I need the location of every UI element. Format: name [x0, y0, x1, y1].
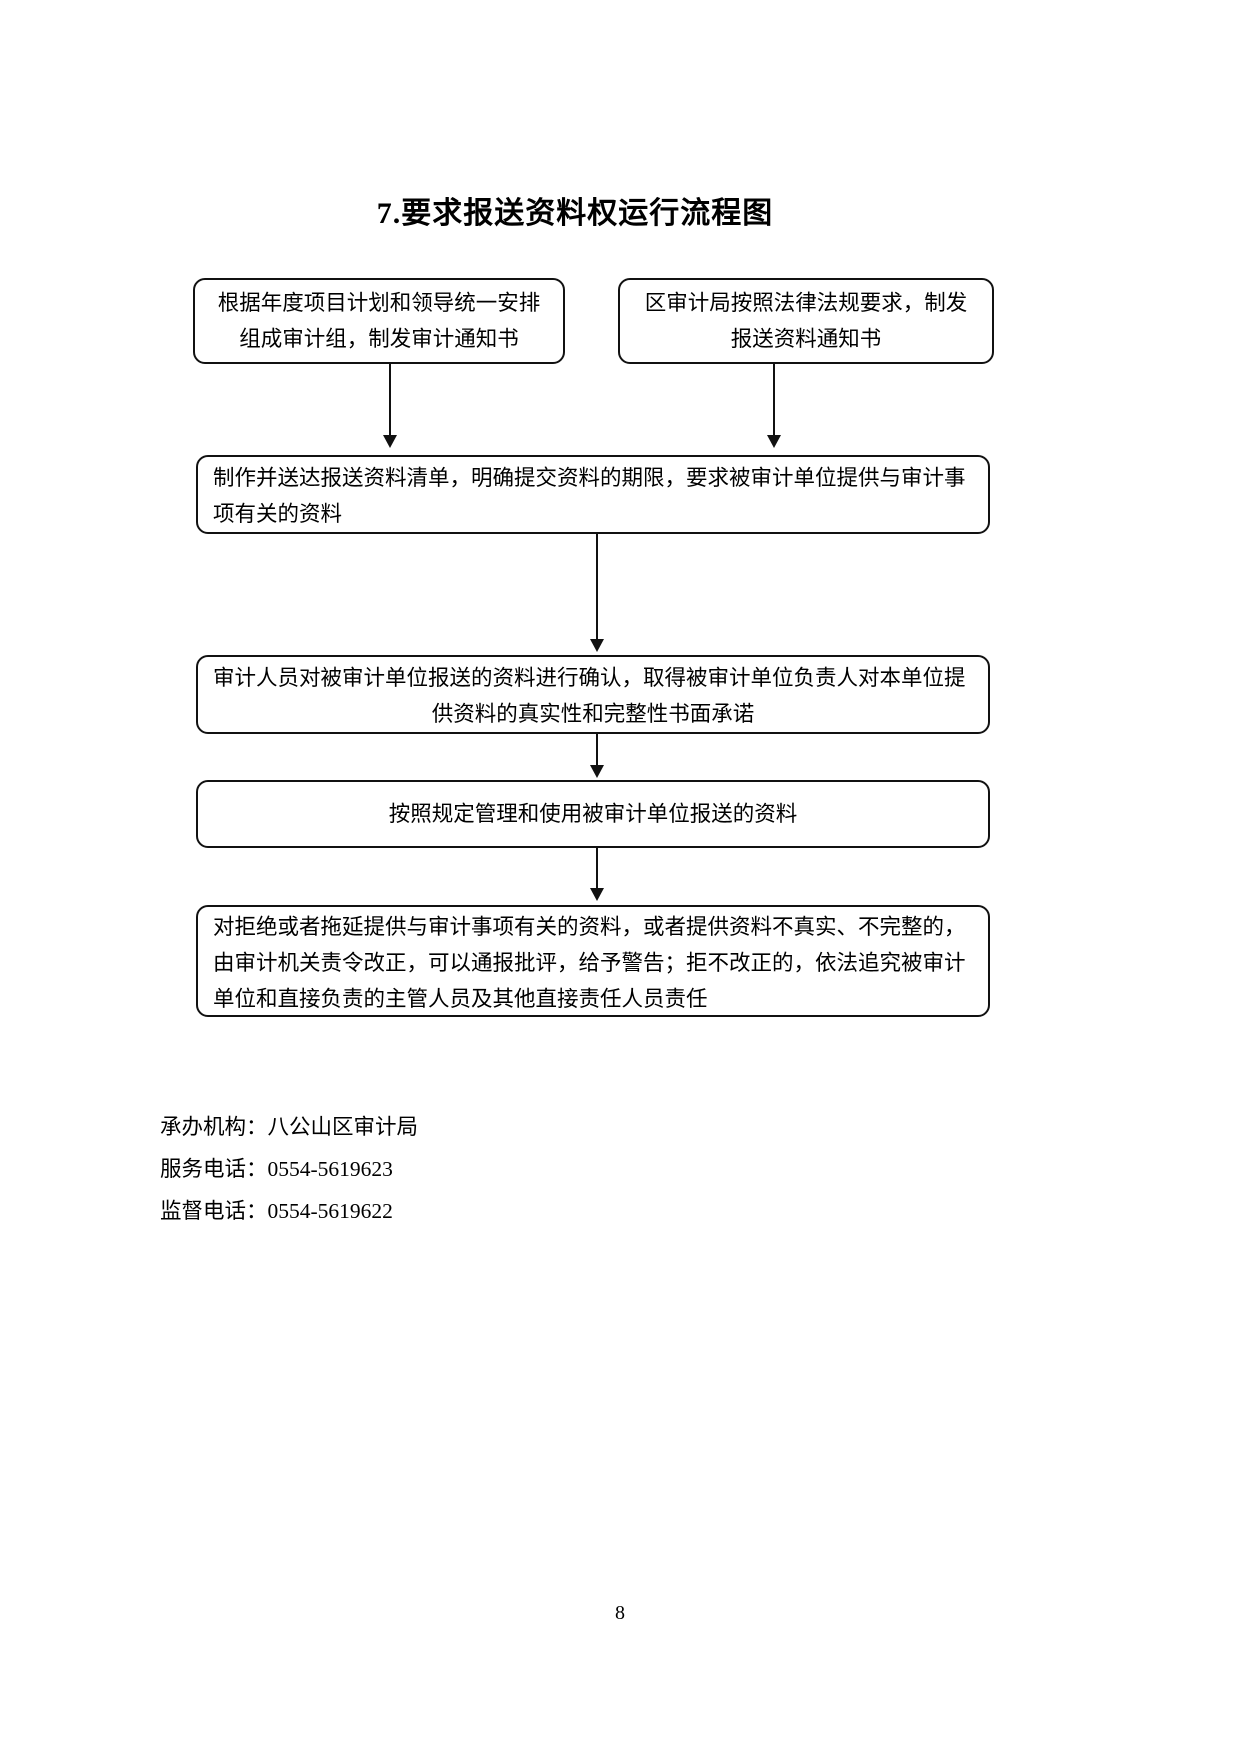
service-phone-line: 服务电话：0554-5619623 [160, 1157, 393, 1181]
organizer-line: 承办机构：八公山区审计局 [160, 1115, 419, 1139]
arrow-shaft [596, 734, 598, 765]
arrow-head [590, 639, 604, 652]
arrow-head [590, 888, 604, 901]
flow-box-manage-use: 按照规定管理和使用被审计单位报送的资料 [196, 780, 990, 848]
page-title: 7.要求报送资料权运行流程图 [376, 197, 774, 230]
flow-box-text: 供资料的真实性和完整性书面承诺 [431, 702, 755, 726]
contact-info: 承办机构：八公山区审计局 服务电话：0554-5619623 监督电话：0554… [160, 1106, 418, 1232]
arrow-head [383, 435, 397, 448]
arrow-shaft [596, 848, 598, 888]
down-arrow-5 [589, 848, 605, 901]
arrow-shaft [773, 364, 775, 435]
flow-box-text: 区审计局按照法律法规要求，制发 [644, 291, 968, 315]
down-arrow-3 [589, 534, 605, 652]
page-number: 8 [615, 1602, 625, 1624]
flow-box-legal-notice: 区审计局按照法律法规要求，制发 报送资料通知书 [618, 278, 994, 364]
down-arrow-2 [766, 364, 782, 448]
arrow-head [590, 765, 604, 778]
flow-box-text: 报送资料通知书 [730, 327, 882, 351]
supervision-phone-line: 监督电话：0554-5619622 [160, 1199, 393, 1223]
flow-box-text: 根据年度项目计划和领导统一安排 [217, 291, 541, 315]
flow-box-text: 单位和直接负责的主管人员及其他直接责任人员责任 [213, 987, 708, 1011]
arrow-head [767, 435, 781, 448]
flow-box-text: 组成审计组，制发审计通知书 [239, 327, 519, 351]
flow-box-text: 项有关的资料 [213, 502, 343, 526]
arrow-shaft [596, 534, 598, 639]
flow-box-confirm-materials: 审计人员对被审计单位报送的资料进行确认，取得被审计单位负责人对本单位提 供资料的… [196, 655, 990, 734]
flow-box-text: 审计人员对被审计单位报送的资料进行确认，取得被审计单位负责人对本单位提 [213, 666, 966, 690]
arrow-shaft [389, 364, 391, 435]
flow-box-text: 对拒绝或者拖延提供与审计事项有关的资料，或者提供资料不真实、不完整的， [213, 915, 966, 939]
flow-box-text: 按照规定管理和使用被审计单位报送的资料 [388, 802, 798, 826]
flow-box-text: 由审计机关责令改正，可以通报批评，给予警告；拒不改正的，依法追究被审计 [213, 951, 966, 975]
down-arrow-1 [382, 364, 398, 448]
flow-box-audit-plan: 根据年度项目计划和领导统一安排 组成审计组，制发审计通知书 [193, 278, 565, 364]
flow-box-text: 制作并送达报送资料清单，明确提交资料的期限，要求被审计单位提供与审计事 [213, 466, 966, 490]
down-arrow-4 [589, 734, 605, 778]
flow-box-material-list: 制作并送达报送资料清单，明确提交资料的期限，要求被审计单位提供与审计事 项有关的… [196, 455, 990, 534]
flow-box-penalties: 对拒绝或者拖延提供与审计事项有关的资料，或者提供资料不真实、不完整的， 由审计机… [196, 905, 990, 1017]
